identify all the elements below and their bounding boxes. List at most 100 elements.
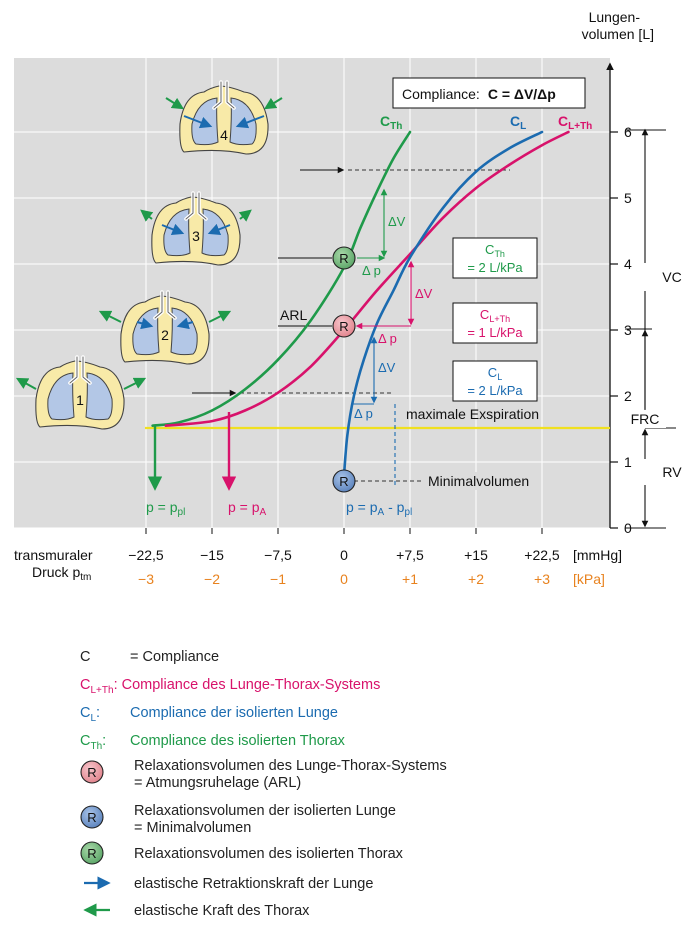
x-tick-label-kpa: +1 xyxy=(402,571,418,587)
x-tick-label-kpa: +3 xyxy=(534,571,550,587)
delta-v-th: ΔV xyxy=(388,214,406,229)
legend-row-c: C= Compliance xyxy=(80,649,220,665)
x-tick-label-kpa: +2 xyxy=(468,571,484,587)
lung-diagram-4: 4 xyxy=(165,80,283,156)
formula-text: Compliance:C = ΔV/Δp xyxy=(402,86,556,102)
x-tick-label-kpa: 0 xyxy=(340,571,348,587)
series-label-th: CTh xyxy=(380,113,402,132)
frc-label: FRC xyxy=(631,411,660,427)
x-label-line2: Druck ptm xyxy=(32,564,91,583)
x-tick-label-kpa: −1 xyxy=(270,571,286,587)
y-label-line1: Lungen- xyxy=(589,9,641,25)
svg-text:R: R xyxy=(87,765,96,780)
svg-text:= 1 L/kPa: = 1 L/kPa xyxy=(467,325,523,340)
value-box-th: CTh = 2 L/kPa xyxy=(452,237,538,279)
minimalvolumen-label: Minimalvolumen xyxy=(428,473,529,489)
legend-row-l: CL:Compliance der isolierten Lunge xyxy=(80,705,338,724)
svg-text:R: R xyxy=(339,251,348,266)
relaxation-point-th: R xyxy=(332,246,356,270)
x-tick-label-mmhg: −7,5 xyxy=(264,547,292,563)
value-box-lth: CL+Th = 1 L/kPa xyxy=(452,302,538,344)
y-tick-label: 6 xyxy=(624,124,632,140)
label-p-a: p = pA xyxy=(228,499,267,518)
svg-text:1: 1 xyxy=(76,392,84,408)
relaxation-point-l: R xyxy=(332,469,356,493)
legend-row-th: CTh:Compliance des isolierten Thorax xyxy=(80,733,345,752)
lung-diagram-2: 2 xyxy=(98,290,232,366)
relaxation-point-lth: R xyxy=(332,314,356,338)
series-layer xyxy=(151,130,570,477)
series-label-lth: CL+Th xyxy=(558,113,592,132)
legend-r-blue-icon: R xyxy=(80,805,104,829)
delta-l xyxy=(352,336,378,405)
svg-text:= 2 L/kPa: = 2 L/kPa xyxy=(467,260,523,275)
x-tick-label-mmhg: −15 xyxy=(200,547,224,563)
legend-row-lth: CL+Th: Compliance des Lunge-Thorax-Syste… xyxy=(80,677,381,696)
delta-th xyxy=(357,188,388,262)
delta-p-lth: Δ p xyxy=(378,331,397,346)
svg-text:CL: CL xyxy=(488,365,502,382)
series-line-c-l xyxy=(342,130,544,477)
x-tick-label-mmhg: +22,5 xyxy=(524,547,560,563)
series-label-l: CL xyxy=(510,113,526,132)
y-label-line2: volumen [L] xyxy=(582,26,654,42)
svg-text:CL+Th: CL+Th xyxy=(480,307,510,324)
svg-text:3: 3 xyxy=(192,228,200,244)
y-tick-label: 2 xyxy=(624,388,632,404)
formula-box xyxy=(392,77,586,109)
x-tick-label-mmhg: 0 xyxy=(340,547,348,563)
figure: Lungen- volumen [L] 0 1 2 3 4 5 6 maximale Exs… xyxy=(14,9,684,919)
y-tick-label: 5 xyxy=(624,190,632,206)
x-tick-label-kpa: −2 xyxy=(204,571,220,587)
svg-text:R: R xyxy=(87,810,96,825)
delta-p-th: Δ p xyxy=(362,263,381,278)
legend-r-blue-line1: Relaxationsvolumen der isolierten Lunge xyxy=(134,803,396,819)
svg-text:2: 2 xyxy=(161,327,169,343)
max-expiration-label: maximale Exspiration xyxy=(406,406,539,422)
svg-text:R: R xyxy=(339,474,348,489)
x-unit-mmhg: [mmHg] xyxy=(573,547,622,563)
legend-arrow-green-text: elastische Kraft des Thorax xyxy=(134,903,310,919)
vc-label-bg xyxy=(660,266,684,288)
svg-text:CTh: CTh xyxy=(485,242,505,259)
legend-r-green-line1: Relaxationsvolumen des isolierten Thorax xyxy=(134,846,404,862)
svg-text:= 2 L/kPa: = 2 L/kPa xyxy=(467,383,523,398)
x-unit-kpa: [kPa] xyxy=(573,571,605,587)
label-p-pl: p = ppl xyxy=(146,499,185,518)
y-tick-label: 3 xyxy=(624,322,632,338)
lung-diagram-1: 1 xyxy=(15,355,147,431)
series-line-c-th xyxy=(151,130,412,427)
legend-r-pink-icon: R xyxy=(80,760,104,784)
y-tick-label: 1 xyxy=(624,454,632,470)
legend-r-green-icon: R xyxy=(80,841,104,865)
x-tick-label-mmhg: +7,5 xyxy=(396,547,424,563)
y-tick-label: 4 xyxy=(624,256,632,272)
legend-r-blue-line2: = Minimalvolumen xyxy=(134,820,251,836)
svg-text:R: R xyxy=(87,846,96,861)
compliance-chart: Lungen- volumen [L] 0 1 2 3 4 5 6 maximale Exs… xyxy=(14,9,684,587)
rv-label: RV xyxy=(662,464,682,480)
value-box-l: CL = 2 L/kPa xyxy=(452,360,538,402)
delta-lth xyxy=(355,260,415,330)
legend-r-pink-line1: Relaxationsvolumen des Lunge-Thorax-Syst… xyxy=(134,758,447,774)
lung-diagram-3: 3 xyxy=(140,191,252,267)
legend-arrow-blue-text: elastische Retraktionskraft der Lunge xyxy=(134,876,373,892)
minvol-label-bg xyxy=(426,472,540,490)
label-p-diff: p = pA - ppl xyxy=(346,499,412,518)
plot-background xyxy=(14,58,610,528)
delta-p-l: Δ p xyxy=(354,406,373,421)
guide-lines xyxy=(192,166,510,486)
x-tick-label-mmhg: +15 xyxy=(464,547,488,563)
series-line-c-l-th xyxy=(164,130,570,427)
vc-label: VC xyxy=(662,269,681,285)
legend-r-pink-line2: = Atmungsruhelage (ARL) xyxy=(134,775,301,791)
frc-label-bg xyxy=(626,410,666,428)
svg-text:R: R xyxy=(339,319,348,334)
arl-label: ARL xyxy=(280,307,307,323)
svg-text:4: 4 xyxy=(220,127,228,143)
x-tick-label-kpa: −3 xyxy=(138,571,154,587)
delta-v-lth: ΔV xyxy=(415,286,433,301)
delta-v-l: ΔV xyxy=(378,360,396,375)
